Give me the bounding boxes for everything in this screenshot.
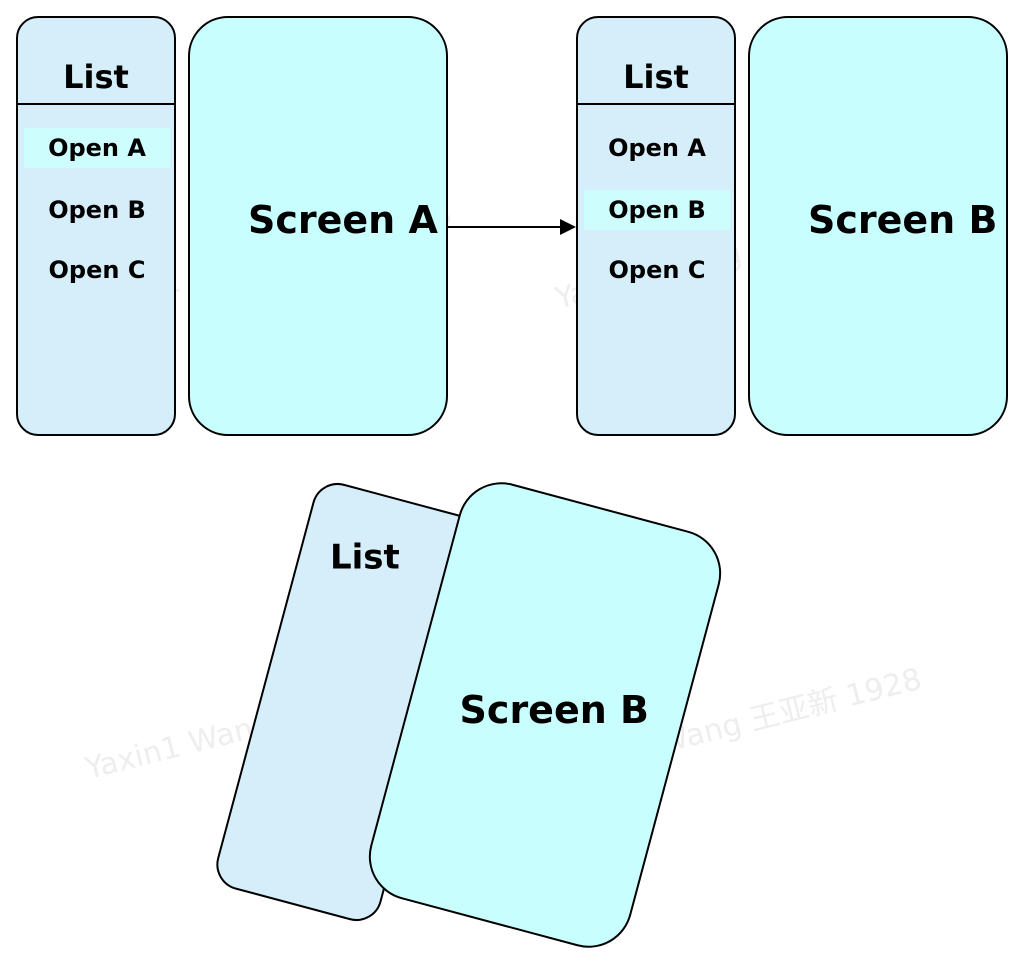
screen-a-panel: Screen A bbox=[188, 16, 448, 436]
list-title: List bbox=[329, 537, 400, 578]
list-item-open-c[interactable]: Open C bbox=[48, 256, 146, 284]
list-header: List bbox=[18, 18, 174, 105]
transition-arrow-line bbox=[448, 226, 562, 228]
screen-title: Screen B bbox=[459, 688, 649, 733]
list-header: List bbox=[578, 18, 734, 105]
list-item-open-c[interactable]: Open C bbox=[608, 256, 706, 284]
list-panel-right: List Open A Open B Open C bbox=[576, 16, 736, 436]
list-title: List bbox=[63, 58, 129, 96]
screen-title: Screen B bbox=[808, 198, 998, 242]
list-item-open-b[interactable]: Open B bbox=[584, 190, 730, 230]
list-item-open-a[interactable]: Open A bbox=[24, 128, 170, 168]
list-title: List bbox=[623, 58, 689, 96]
screen-title: Screen A bbox=[248, 198, 438, 242]
transition-arrow-head-icon bbox=[560, 219, 576, 235]
list-item-open-a[interactable]: Open A bbox=[608, 134, 706, 162]
screen-b-panel: Screen B bbox=[748, 16, 1008, 436]
list-item-open-b[interactable]: Open B bbox=[48, 196, 146, 224]
list-panel-left: List Open A Open B Open C bbox=[16, 16, 176, 436]
